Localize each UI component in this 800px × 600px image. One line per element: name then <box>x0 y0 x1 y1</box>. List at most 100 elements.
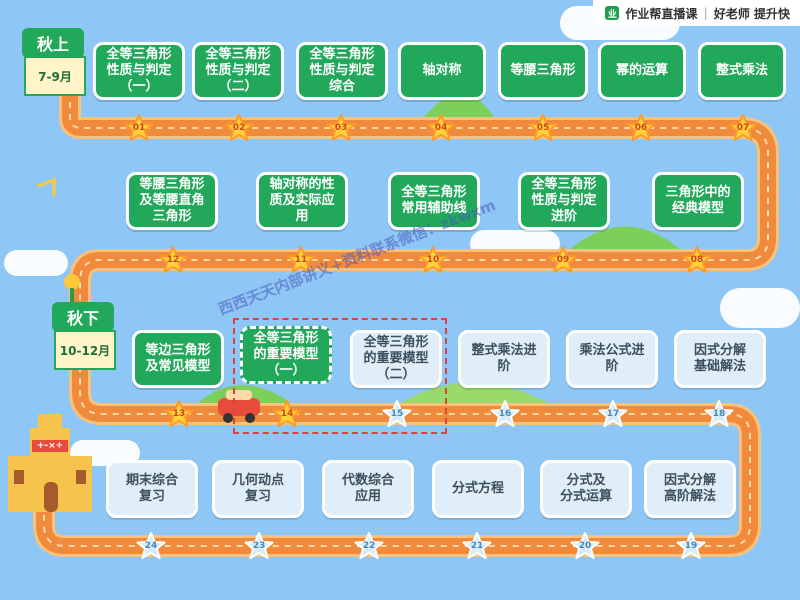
lesson-number: 05 <box>536 123 550 133</box>
star-icon <box>490 400 520 427</box>
lesson-card-05[interactable]: 等腰三角形 <box>498 42 588 100</box>
lesson-star-17: 17 <box>598 400 628 430</box>
lesson-star-23: 23 <box>244 532 274 562</box>
lesson-star-19: 19 <box>676 532 706 562</box>
lesson-card-19[interactable]: 因式分解 高阶解法 <box>644 460 736 518</box>
lesson-number: 16 <box>498 409 512 419</box>
lesson-star-04: 04 <box>426 114 456 144</box>
star-icon <box>124 114 154 141</box>
lesson-card-07[interactable]: 整式乘法 <box>698 42 786 100</box>
lesson-number: 23 <box>252 541 266 551</box>
lesson-star-18: 18 <box>704 400 734 430</box>
lesson-card-12[interactable]: 等腰三角形 及等腰直角 三角形 <box>126 172 218 230</box>
star-icon <box>426 114 456 141</box>
lesson-card-18[interactable]: 因式分解 基础解法 <box>674 330 766 388</box>
lesson-number: 12 <box>166 255 180 265</box>
star-icon <box>704 400 734 427</box>
star-icon <box>224 114 254 141</box>
lesson-star-13: 13 <box>164 400 194 430</box>
lesson-number: 10 <box>426 255 440 265</box>
star-icon <box>326 114 356 141</box>
season-label-autumn-1: 秋上 <box>22 28 84 58</box>
lesson-number: 08 <box>690 255 704 265</box>
lesson-number: 21 <box>470 541 484 551</box>
lesson-number: 09 <box>556 255 570 265</box>
lesson-card-21[interactable]: 分式方程 <box>432 460 524 518</box>
star-icon <box>354 532 384 559</box>
lesson-number: 11 <box>294 255 308 265</box>
brand-bar: 业 作业帮直播课 | 好老师 提升快 <box>593 0 800 26</box>
lesson-star-03: 03 <box>326 114 356 144</box>
lesson-card-02[interactable]: 全等三角形 性质与判定 （二） <box>192 42 284 100</box>
lesson-card-01[interactable]: 全等三角形 性质与判定 （一） <box>93 42 185 100</box>
lesson-card-23[interactable]: 几何动点 复习 <box>212 460 304 518</box>
lesson-card-14[interactable]: 全等三角形 的重要模型 （一） <box>240 326 332 384</box>
brand-logo-icon: 业 <box>605 6 620 20</box>
lesson-star-02: 02 <box>224 114 254 144</box>
star-icon <box>244 532 274 559</box>
cloud <box>720 288 800 328</box>
season-label-autumn-2: 秋下 <box>52 302 114 332</box>
lesson-number: 24 <box>144 541 158 551</box>
lesson-number: 03 <box>334 123 348 133</box>
star-icon <box>676 532 706 559</box>
castle-sign: +-×÷ <box>36 441 64 451</box>
star-icon <box>272 400 302 427</box>
lesson-number: 13 <box>172 409 186 419</box>
lesson-card-15[interactable]: 全等三角形 的重要模型 （二） <box>350 330 442 388</box>
lesson-star-08: 08 <box>682 246 712 276</box>
lesson-number: 18 <box>712 409 726 419</box>
season-range-autumn-1: 7-9月 <box>24 56 86 96</box>
lesson-star-14: 14 <box>272 400 302 430</box>
lesson-number: 17 <box>606 409 620 419</box>
lesson-star-21: 21 <box>462 532 492 562</box>
lesson-card-11[interactable]: 轴对称的性 质及实际应 用 <box>256 172 348 230</box>
star-icon <box>528 114 558 141</box>
lesson-number: 04 <box>434 123 448 133</box>
lesson-number: 06 <box>634 123 648 133</box>
lesson-card-20[interactable]: 分式及 分式运算 <box>540 460 632 518</box>
lesson-card-03[interactable]: 全等三角形 性质与判定 综合 <box>296 42 388 100</box>
lesson-card-10[interactable]: 全等三角形 常用辅助线 <box>388 172 480 230</box>
lesson-star-01: 01 <box>124 114 154 144</box>
lesson-card-17[interactable]: 乘法公式进 阶 <box>566 330 658 388</box>
lesson-card-16[interactable]: 整式乘法进 阶 <box>458 330 550 388</box>
star-icon <box>286 246 316 273</box>
lesson-star-22: 22 <box>354 532 384 562</box>
star-icon <box>136 532 166 559</box>
lesson-star-09: 09 <box>548 246 578 276</box>
lesson-card-13[interactable]: 等边三角形 及常见模型 <box>132 330 224 388</box>
lesson-card-04[interactable]: 轴对称 <box>398 42 486 100</box>
lesson-card-06[interactable]: 幂的运算 <box>598 42 686 100</box>
star-icon <box>418 246 448 273</box>
lesson-card-08[interactable]: 三角形中的 经典模型 <box>652 172 744 230</box>
star-icon <box>626 114 656 141</box>
lesson-number: 14 <box>280 409 294 419</box>
brand-name: 作业帮直播课 <box>625 6 698 21</box>
lesson-star-24: 24 <box>136 532 166 562</box>
cloud <box>4 250 68 276</box>
lesson-card-09[interactable]: 全等三角形 性质与判定 进阶 <box>518 172 610 230</box>
lesson-card-22[interactable]: 代数综合 应用 <box>322 460 414 518</box>
lesson-star-06: 06 <box>626 114 656 144</box>
lesson-star-20: 20 <box>570 532 600 562</box>
lesson-card-24[interactable]: 期末综合 复习 <box>106 460 198 518</box>
lesson-star-07: 07 <box>728 114 758 144</box>
star-icon <box>164 400 194 427</box>
lesson-number: 20 <box>578 541 592 551</box>
lesson-star-16: 16 <box>490 400 520 430</box>
star-icon <box>570 532 600 559</box>
star-icon <box>728 114 758 141</box>
season-range-autumn-2: 10-12月 <box>54 330 116 370</box>
lesson-star-05: 05 <box>528 114 558 144</box>
current-lesson-highlight <box>233 318 447 434</box>
star-icon <box>158 246 188 273</box>
star-icon <box>462 532 492 559</box>
brand-separator: | <box>703 6 708 20</box>
star-icon <box>382 400 412 427</box>
brand-slogan: 好老师 提升快 <box>713 6 790 21</box>
star-icon <box>682 246 712 273</box>
lesson-star-12: 12 <box>158 246 188 276</box>
lesson-number: 22 <box>362 541 376 551</box>
